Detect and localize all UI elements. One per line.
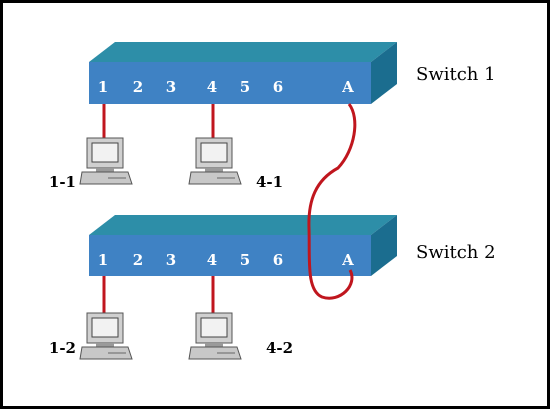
switch-1: 1 2 3 4 5 6 A: [89, 42, 397, 104]
cable-uplink: [307, 103, 357, 300]
switch-1-port-3: 3: [166, 78, 176, 96]
switch-2-port-4: 4: [207, 251, 217, 269]
switch-2-port-5: 5: [240, 251, 250, 269]
cables: [102, 103, 357, 314]
switch-2-port-a: A: [341, 251, 354, 269]
switch-1-port-5: 5: [240, 78, 250, 96]
computer-1-1: [79, 137, 133, 185]
switch-1-port-1: 1: [98, 78, 108, 96]
computer-4-1-label: 4-1: [256, 173, 283, 191]
switch-1-port-4: 4: [207, 78, 217, 96]
computer-1-2-label: 1-2: [49, 339, 76, 357]
switch-2-port-6: 6: [273, 251, 283, 269]
switch-1-port-2: 2: [133, 78, 143, 96]
switch-1-top: [89, 42, 397, 62]
computer-4-1: [188, 137, 242, 185]
switch-1-label: Switch 1: [416, 64, 496, 85]
computer-4-2: [188, 312, 242, 360]
computer-4-2-label: 4-2: [266, 339, 293, 357]
switch-2-top: [89, 215, 397, 235]
switch-1-port-6: 6: [273, 78, 283, 96]
switch-2-port-3: 3: [166, 251, 176, 269]
switch-2-port-2: 2: [133, 251, 143, 269]
switch-2-label: Switch 2: [416, 242, 496, 263]
computer-1-1-label: 1-1: [49, 173, 76, 191]
switch-1-port-a: A: [341, 78, 354, 96]
switch-1-front: [89, 62, 371, 104]
switch-2-front: [89, 235, 371, 276]
switch-1-side: [371, 42, 397, 104]
switch-2: 1 2 3 4 5 6 A: [89, 215, 397, 276]
computer-1-2: [79, 312, 133, 360]
switch-2-port-1: 1: [98, 251, 108, 269]
switch-2-side: [371, 215, 397, 276]
